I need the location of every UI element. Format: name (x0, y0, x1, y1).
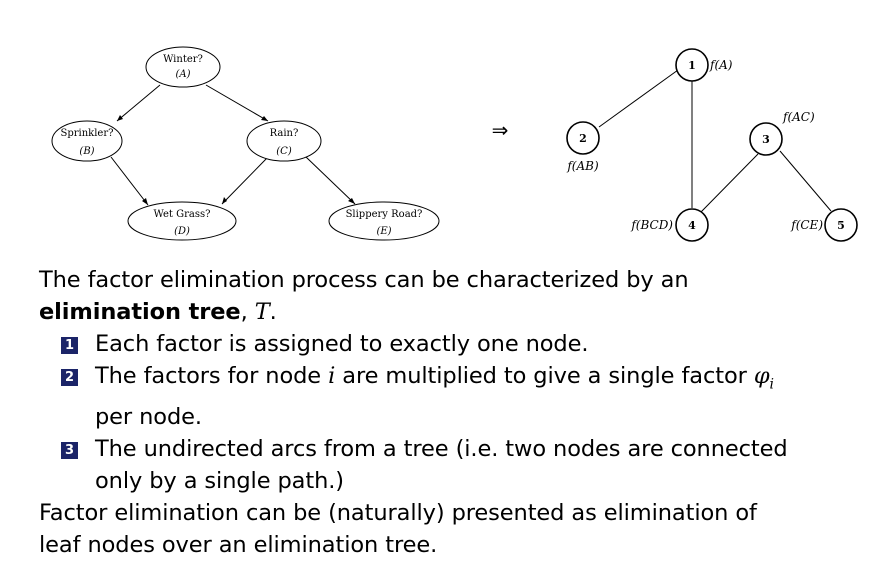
list-item-2-before: The factors for node (95, 363, 329, 389)
text-block: The factor elimination process can be ch… (39, 264, 869, 561)
tree-node-2: 2 f(AB) (566, 121, 600, 173)
tree-node-1: 1 f(A) (675, 48, 733, 82)
bn-node-wet-grass-name: Wet Grass? (154, 209, 211, 220)
tree-node-4-factor: f(BCD) (630, 218, 673, 232)
bn-node-slippery-road: Slippery Road? (E) (328, 201, 440, 241)
tree-node-2-factor: f(AB) (566, 159, 599, 173)
implies-arrow: ⇒ (492, 118, 509, 142)
bayes-net-edges (110, 84, 356, 206)
bn-node-sprinkler: Sprinkler? (B) (51, 120, 123, 162)
numbered-list: 1 Each factor is assigned to exactly one… (39, 328, 869, 497)
edge-B-D (110, 156, 149, 206)
tree-symbol: T (254, 299, 270, 325)
arrowhead-B (117, 115, 123, 121)
tree-node-2-label: 2 (579, 132, 587, 145)
bn-node-rain-var: (C) (276, 146, 292, 157)
bn-node-sprinkler-name: Sprinkler? (61, 128, 114, 139)
bayes-net-arrowheads (117, 115, 355, 205)
tree-node-5-label: 5 (837, 219, 845, 232)
edge-C-D (221, 156, 269, 205)
tree-node-5: 5 f(CE) (790, 208, 858, 242)
closing-paragraph: Factor elimination can be (naturally) pr… (39, 497, 869, 561)
arrowhead-E (348, 198, 355, 204)
list-item-2-i: i (328, 363, 336, 389)
phi-subscript: i (769, 376, 774, 393)
tree-node-4-label: 4 (688, 219, 696, 232)
list-item-3-text: The undirected arcs from a tree (i.e. tw… (95, 435, 788, 462)
bn-node-rain: Rain? (C) (246, 120, 322, 162)
phi-symbol: φ (753, 363, 770, 389)
list-number-3: 3 (61, 441, 78, 459)
list-item: 1 Each factor is assigned to exactly one… (39, 328, 869, 360)
list-item: 2 The factors for node i are multiplied … (39, 360, 869, 433)
tree-node-1-label: 1 (688, 59, 696, 72)
intro-line1: The factor elimination process can be ch… (39, 267, 689, 293)
tree-node-3-label: 3 (762, 133, 770, 146)
tree-node-4: 4 f(BCD) (630, 208, 709, 242)
bn-node-wet-grass: Wet Grass? (D) (127, 201, 237, 241)
arrowhead-D-right (222, 197, 227, 204)
list-item-1-text: Each factor is assigned to exactly one n… (95, 331, 589, 357)
list-item: 3 The undirected arcs from a tree (i.e. … (39, 433, 869, 497)
edge-C-E (305, 156, 356, 205)
intro-end: . (269, 299, 277, 325)
bn-node-sprinkler-var: (B) (79, 146, 94, 157)
tree-node-3-factor: f(AC) (782, 110, 815, 124)
list-number-2: 2 (61, 369, 78, 386)
elimination-tree-edges (598, 69, 832, 213)
bn-node-slippery-road-var: (E) (376, 226, 391, 237)
edge-A-B (116, 84, 161, 122)
list-item-2-after: are multiplied to give a single factor (335, 363, 754, 389)
arrowhead-C (261, 116, 268, 121)
intro-bold-term: elimination tree (39, 299, 241, 325)
bn-node-winter-name: Winter? (163, 54, 203, 65)
bn-node-winter-var: (A) (175, 69, 190, 80)
bn-node-wet-grass-var: (D) (174, 226, 190, 237)
tree-edge-3-4 (700, 153, 759, 213)
tree-edge-3-5 (779, 150, 832, 212)
intro-paragraph: The factor elimination process can be ch… (39, 267, 689, 325)
list-item-2-line2: per node. (95, 403, 202, 430)
edge-A-C (205, 84, 269, 122)
figure: Winter? (A) Sprinkler? (B) Rain? (C) Wet… (51, 46, 858, 242)
tree-node-3: 3 f(AC) (749, 110, 815, 156)
tree-node-1-factor: f(A) (709, 58, 733, 72)
tree-edge-1-2 (598, 69, 679, 128)
list-number-1: 1 (61, 337, 78, 354)
bn-node-winter: Winter? (A) (145, 46, 221, 88)
bn-node-rain-name: Rain? (270, 128, 299, 139)
arrowhead-D-left (142, 198, 148, 205)
closing-line2: leaf nodes over an elimination tree. (39, 531, 438, 558)
tree-node-5-factor: f(CE) (790, 218, 823, 232)
bn-node-slippery-road-name: Slippery Road? (346, 209, 423, 220)
list-item-3-line2: only by a single path.) (95, 467, 344, 494)
closing-line1: Factor elimination can be (naturally) pr… (39, 499, 757, 526)
